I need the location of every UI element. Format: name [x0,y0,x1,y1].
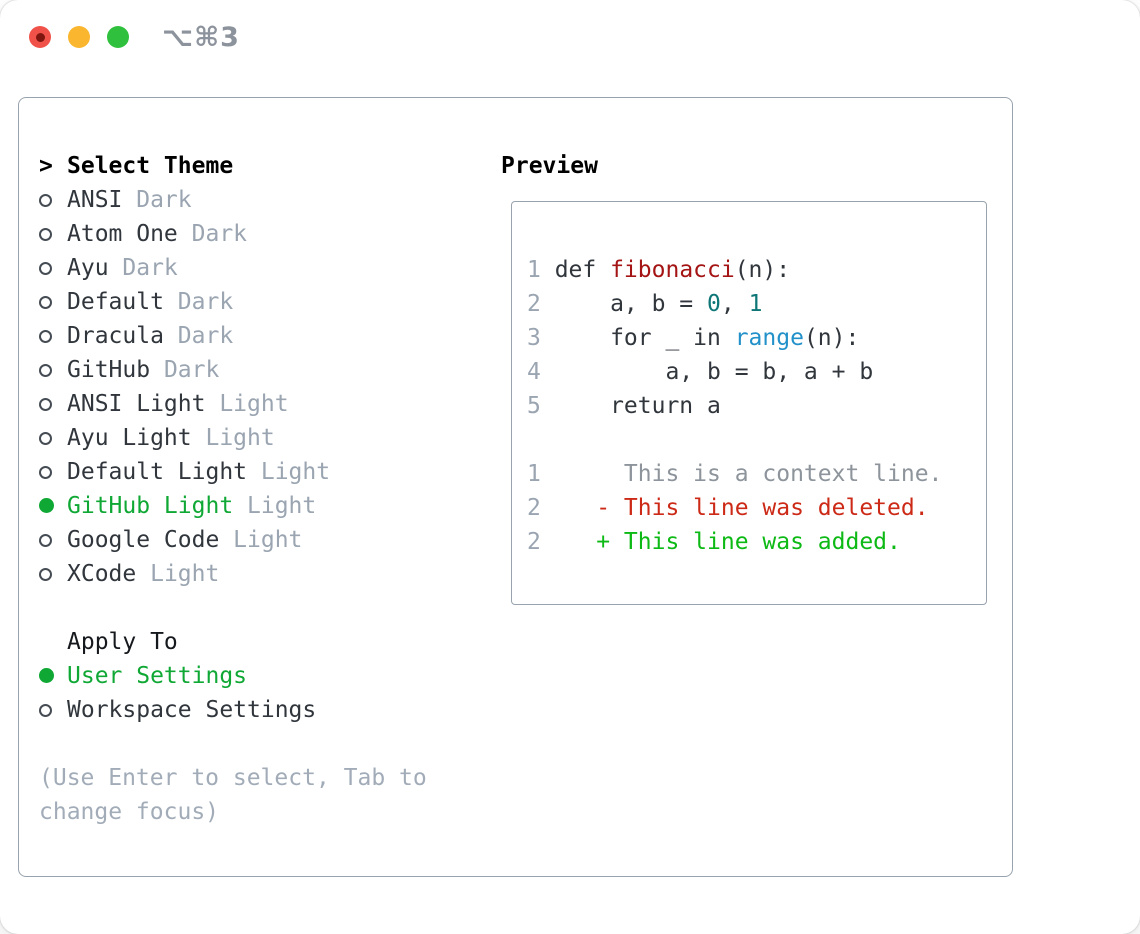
line-number: 4 [527,359,541,385]
code-line: 2 a, b = 0, 1 [527,287,986,321]
radio-icon [39,357,67,383]
apply-to-header: Apply To [39,625,501,659]
prompt-icon: > [39,153,53,179]
help-text-line-1: (Use Enter to select, Tab to [39,765,427,791]
minimize-button[interactable] [68,26,90,48]
line-number: 2 [527,495,541,521]
spacer-row [39,591,501,625]
help-text-line-2: change focus) [39,799,220,825]
number-literal: 1 [748,291,763,317]
radio-icon [39,289,67,315]
select-theme-title: Select Theme [67,153,234,179]
line-number: 1 [527,461,541,487]
radio-icon [39,459,67,485]
function-name: fibonacci [610,257,735,283]
radio-icon [39,255,67,281]
preview-title: Preview [501,153,598,179]
code-line: 5 return a [527,389,986,423]
diff-context-line: 1 This is a context line. [527,457,986,491]
diff-deleted-line: 2 - This line was deleted. [527,491,986,525]
number-literal: 0 [707,291,721,317]
radio-icon [39,391,67,417]
radio-icon [39,187,67,213]
apply-option-user-settings[interactable]: User Settings [39,659,501,693]
radio-icon [39,561,67,587]
line-number: 3 [527,325,541,351]
radio-icon [39,527,67,553]
radio-selected-icon [39,663,67,689]
radio-icon [39,323,67,349]
window-title: ⌥⌘3 [162,21,240,53]
radio-selected-icon [39,493,67,519]
diff-added-line: 2 + This line was added. [527,525,986,559]
code-line: 4 a, b = b, a + b [527,355,986,389]
builtin-name: range [734,325,804,351]
line-number: 2 [527,291,541,317]
spacer-row [39,727,501,761]
apply-to-title: Apply To [67,629,178,655]
line-number: 5 [527,393,541,419]
apply-option-workspace-settings[interactable]: Workspace Settings [39,693,501,727]
line-number: 1 [527,257,541,283]
radio-icon [39,221,67,247]
code-line: 3 for _ in range(n): [527,321,986,355]
titlebar: ⌥⌘3 [0,0,1140,74]
blank-line [527,423,986,457]
close-button[interactable] [29,26,51,48]
radio-icon [39,697,67,723]
select-theme-header: > Select Theme [39,149,501,183]
zoom-button[interactable] [107,26,129,48]
line-number: 2 [527,529,541,555]
radio-icon [39,425,67,451]
